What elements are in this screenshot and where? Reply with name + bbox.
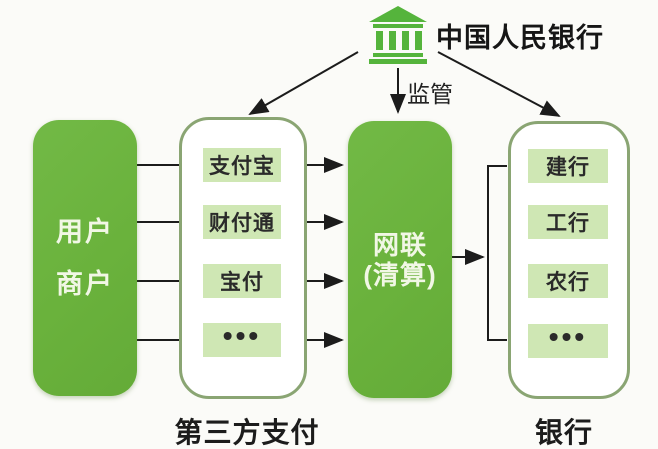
users-merchants-box: 用户 商户	[33, 120, 137, 396]
merchants-label: 商户	[56, 269, 114, 299]
item-more-banks: •••	[528, 321, 608, 358]
netsunion-clearing-box: 网联 (清算)	[348, 121, 452, 398]
item-ccb: 建行	[528, 149, 608, 183]
third-party-caption: 第三方支付	[174, 417, 320, 448]
bank-building-icon	[369, 6, 427, 64]
banks-caption: 银行	[534, 417, 593, 448]
banks-bracket-line	[487, 165, 507, 341]
item-icbc: 工行	[528, 205, 608, 239]
page-title: 中国人民银行	[436, 23, 604, 53]
supervision-label: 监管	[407, 81, 453, 107]
netsunion-label: 网联	[372, 229, 427, 260]
clearing-label: (清算)	[363, 259, 437, 290]
item-alipay: 支付宝	[203, 148, 281, 182]
item-tenpay: 财付通	[203, 205, 281, 239]
arrow-bank-to-thirdparty	[248, 51, 359, 115]
item-baofu: 宝付	[203, 264, 281, 298]
users-label: 用户	[56, 217, 114, 247]
item-abc: 农行	[528, 264, 608, 298]
arrow-bank-to-banks	[437, 51, 561, 117]
item-more-thirdparty: •••	[203, 320, 281, 357]
